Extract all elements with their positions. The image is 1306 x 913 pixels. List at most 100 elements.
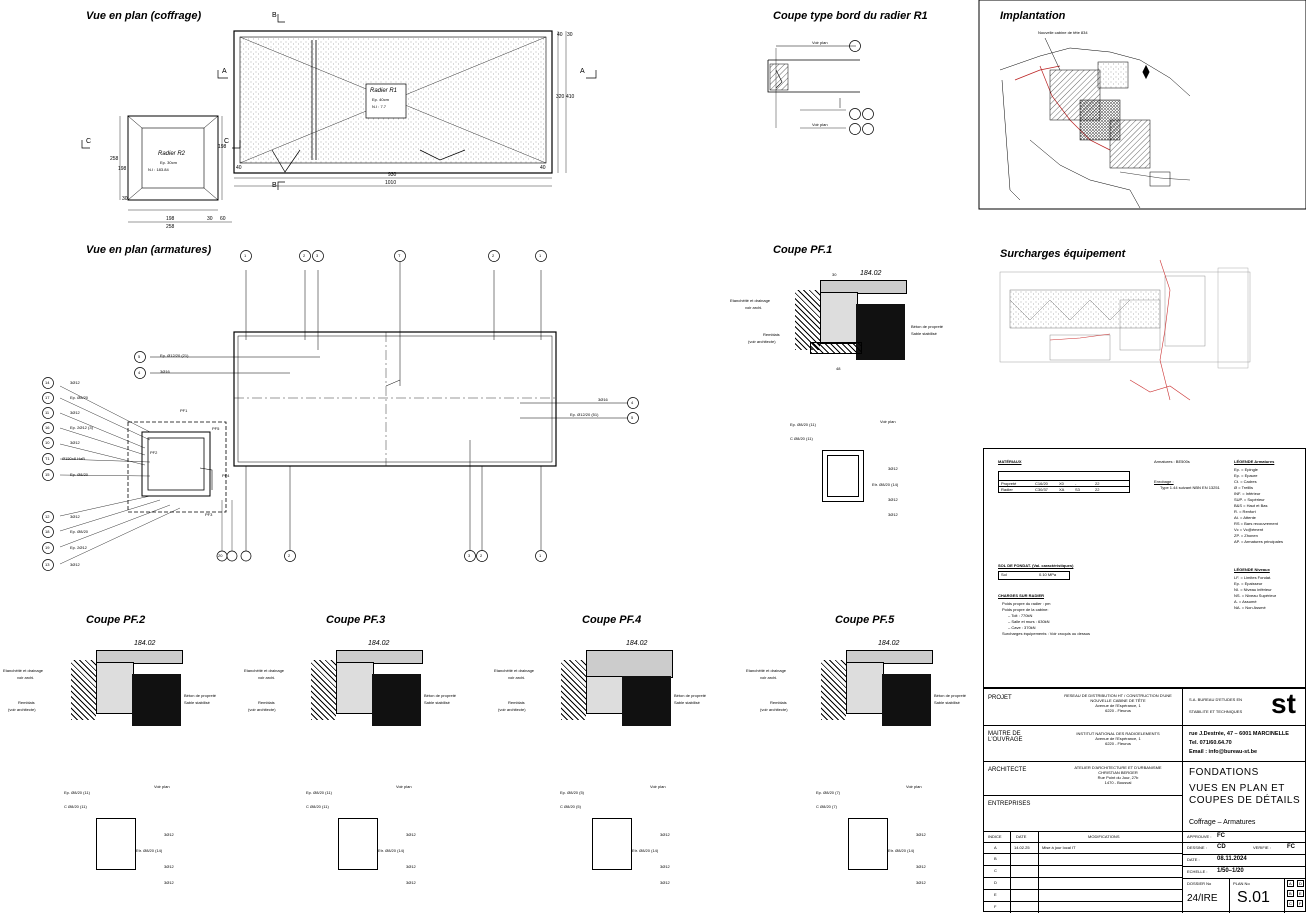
pf5-voir-archi: voir archi. <box>760 675 778 680</box>
coupe-pf4 <box>556 640 673 735</box>
dim-258: 258 <box>166 224 175 230</box>
bubble-2c-bottom: 2 <box>480 553 483 558</box>
materiaux-table: Propreté C16/20 X0 - 22 Radier C30/37 XA… <box>998 471 1130 493</box>
mod-a-text: Mise à jour local IT <box>1042 845 1076 850</box>
radier-r2-name: Radier R2 <box>158 151 186 157</box>
pf3-level: 184.02 <box>368 640 390 647</box>
architecte-label: ARCHITECTE <box>988 767 1027 773</box>
ref-bubbles <box>42 250 639 571</box>
rebar-18: Ep. Ø8/20 <box>70 529 89 534</box>
bubble-3-top: 3 <box>316 253 319 258</box>
pf2-voir-architecte: (voir architecte) <box>8 707 36 712</box>
leg-arm-6: B&S = Haut et Bas <box>1234 503 1268 508</box>
dim-30: 30 <box>567 32 573 38</box>
title-block: PROJET RESEAU DE DISTRIBUTION HT / CONST… <box>983 688 1306 913</box>
pf2-beton: Béton de propreté <box>184 693 217 698</box>
pf2-3-12-b: 3Ø12 <box>164 864 174 869</box>
enrobage-label: Enrobage : <box>1154 479 1174 484</box>
bureau-line1: S.A. BUREAU D'ETUDES EN <box>1189 697 1242 702</box>
bubble-20: 20 <box>218 553 223 558</box>
title-armatures: Vue en plan (armatures) <box>86 244 212 256</box>
pf2-etancheite: Etanchéité et drainage <box>3 668 44 673</box>
charges-0: Poids propre du radier : pm <box>1002 601 1051 606</box>
dim-1010: 1010 <box>385 180 397 186</box>
pf2-c: C Ø8/20 (11) <box>64 804 87 809</box>
address: rue J.Destrée, 47 – 6001 MARCINELLE <box>1189 731 1289 737</box>
coupe-pf2 <box>66 640 183 735</box>
architecte-row: ARCHITECTE ATELIER D'ARCHITECTURE ET D'U… <box>984 761 1182 796</box>
rebar-17: Ep. Ø8/20 <box>70 395 89 400</box>
leg-niv-5: NA. = Non Assmé <box>1234 605 1266 610</box>
plan-cell: PLAN No S.01 <box>1229 878 1285 913</box>
armatures-r1-plan <box>150 262 628 556</box>
dim-930: 930 <box>388 172 397 178</box>
bubble-1-top: 1 <box>244 253 247 258</box>
bubble-2-top: 2 <box>303 253 306 258</box>
dessine-label: DESSINE : <box>1187 845 1207 850</box>
mat-r2c4: S3 <box>1075 487 1080 492</box>
sol-title: SOL DE FONDAT. (Val. caractéristiques) <box>998 563 1074 568</box>
pf3-voir-plan: Voir plan <box>396 784 412 789</box>
pf4-voir-archi: voir archi. <box>508 675 526 680</box>
pf5-remblais: Remblais <box>770 700 787 705</box>
pf1-level: 184.02 <box>860 270 882 277</box>
cartouche-right: S.A. BUREAU D'ETUDES EN STABILITE ET TEC… <box>1182 689 1306 913</box>
rebar-12: 3Ø12 <box>70 514 80 519</box>
bubble-5-right: 5 <box>631 415 634 420</box>
rebar-14: 3Ø12 <box>70 380 80 385</box>
pf5-etr: Etr. Ø8/20 (14) <box>888 848 915 853</box>
bubble-4: 4 <box>138 370 141 375</box>
email: Email : info@bureau-st.be <box>1189 749 1258 755</box>
echelle-label: ECHELLE : <box>1187 869 1208 874</box>
modifs-header: INDICE DATE MODIFICATIONS <box>984 831 1182 843</box>
mod-f-indice: F <box>994 904 997 909</box>
mod-c-indice: C <box>994 868 997 873</box>
legende-armatures-title: LÉGENDE Armatures <box>1234 459 1275 464</box>
rebar-11: 3Ø12 <box>70 410 80 415</box>
projet-value: RESEAU DE DISTRIBUTION HT / CONSTRUCTION… <box>1064 693 1172 713</box>
drawing-title-2: VUES EN PLAN ET <box>1189 783 1285 794</box>
plan-label: PLAN No <box>1233 881 1250 886</box>
pf4-3-12-a: 3Ø12 <box>660 832 670 837</box>
leg-niv-1: Ep. = Epaisseur <box>1234 581 1263 586</box>
coupe-bord-voir-plan-1: Voir plan <box>812 40 828 45</box>
title-surcharges: Surcharges équipement <box>1000 248 1126 260</box>
rebar-15: Ep. Ø8/20 <box>70 472 89 477</box>
pf2-3-12-c: 3Ø12 <box>164 880 174 885</box>
implantation-note: Nouvelle cabine de tête 834 <box>1038 30 1088 35</box>
mod-d-indice: D <box>994 880 997 885</box>
pf3-beton: Béton de propreté <box>424 693 457 698</box>
projet-label: PROJET <box>988 695 1012 701</box>
dim-258b: 258 <box>110 156 119 162</box>
date2-label: DATE : <box>1187 857 1200 862</box>
bubble-1-bottom: 1 <box>539 553 542 558</box>
drawing-title-block: FONDATIONS VUES EN PLAN ET COUPES DE DÉT… <box>1183 761 1306 832</box>
pf3-3-12-b: 3Ø12 <box>406 864 416 869</box>
drawing-subtitle: Coffrage – Armatures <box>1189 819 1256 826</box>
mat-r1c4: - <box>1075 481 1077 486</box>
mat-r2c2: C30/37 <box>1035 487 1048 492</box>
leg-arm-0: Ep. = Epingle <box>1234 467 1258 472</box>
mat-r1c5: 22 <box>1095 481 1100 486</box>
coupe-pf3 <box>306 640 423 735</box>
dim-198b: 198 <box>218 144 227 150</box>
radier-r1-name: Radier R1 <box>370 88 398 94</box>
entreprises-row: ENTREPRISES <box>984 795 1182 832</box>
section-a-right: A <box>580 68 585 75</box>
mat-r2c3: XA <box>1059 487 1065 492</box>
pf3-sable: Sable stabilisé <box>424 700 450 705</box>
mat-r2c5: 22 <box>1095 487 1100 492</box>
pf1-remblais: Remblais <box>763 332 780 337</box>
notes-panel: MATÉRIAUX Propreté C16/20 X0 - 22 Radier… <box>983 448 1306 688</box>
leg-arm-10: Vc = Vc@ément <box>1234 527 1264 532</box>
approuve-row: APPROUVE : FC <box>1183 831 1306 843</box>
pf1-voir-archi: voir archi. <box>745 305 763 310</box>
leg-arm-12: AP. = Armatures principales <box>1234 539 1283 544</box>
pf5-voir-plan: Voir plan <box>906 784 922 789</box>
mod-a-date: 14.02.25 <box>1014 845 1030 850</box>
label-pf4: PF4 <box>222 473 230 478</box>
leg-arm-8: At. = Attente <box>1234 515 1256 520</box>
rebar-19: Ep. 2Ø12 <box>70 545 87 550</box>
radier-r1-plan <box>217 14 597 190</box>
